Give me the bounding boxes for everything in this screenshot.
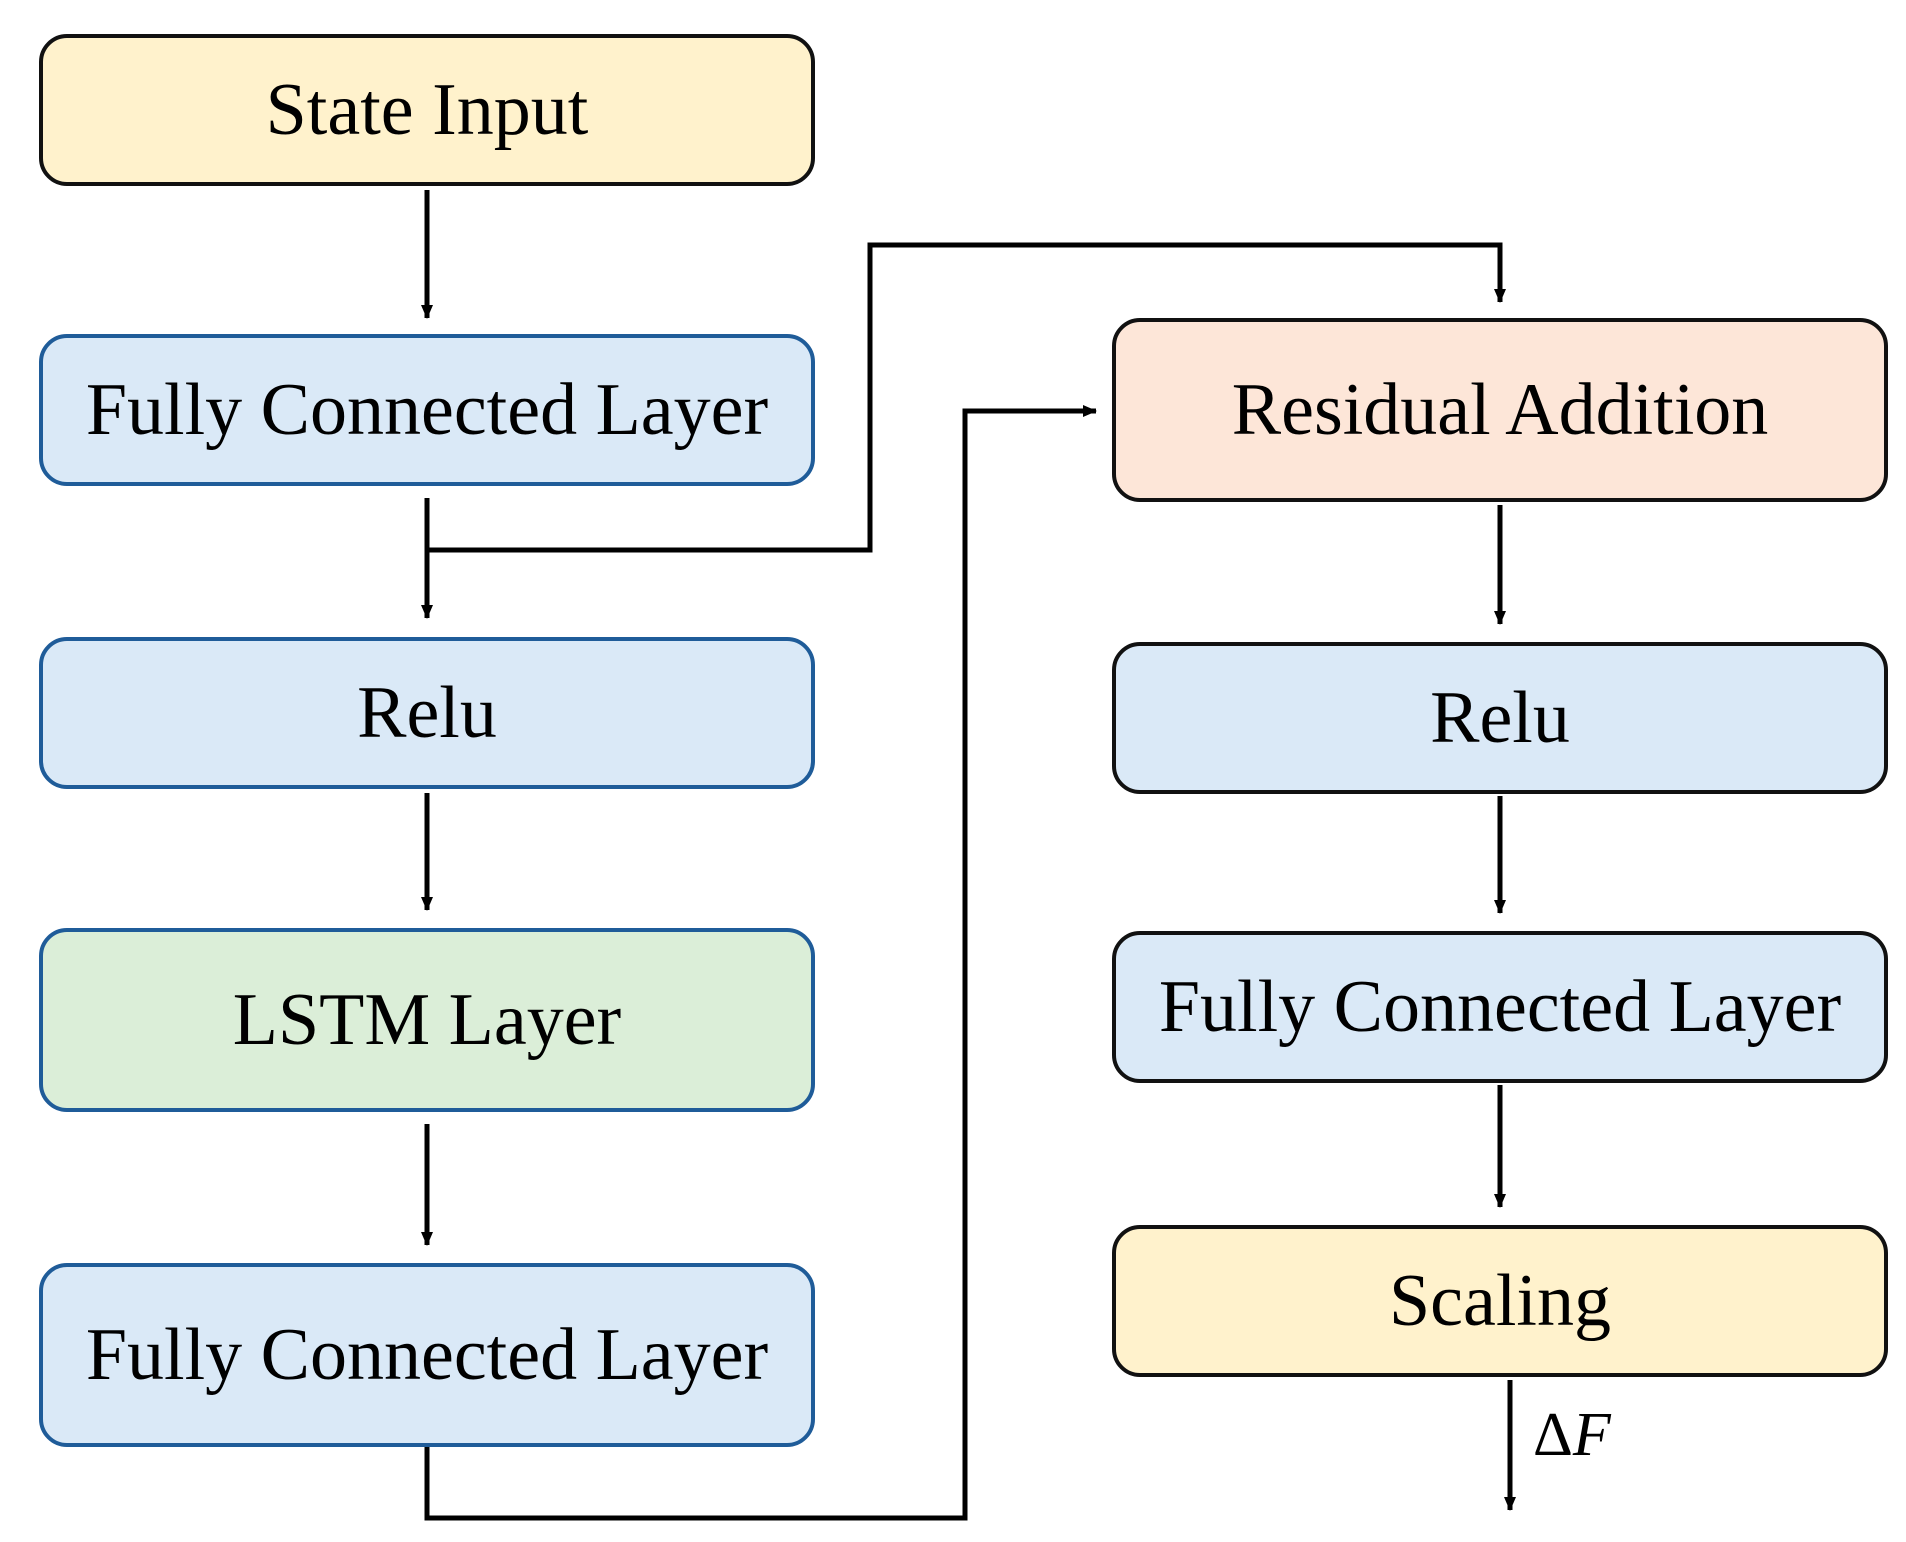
edge-fc1-skip-to-residual <box>427 242 1506 553</box>
output-delta-f-label: ΔF <box>1533 1400 1611 1471</box>
scaling-label: Scaling <box>1389 1260 1611 1342</box>
lstm-layer-label: LSTM Layer <box>232 979 622 1061</box>
edge-fc2-to-residual <box>424 405 1097 1521</box>
fully-connected-layer-node-1: Fully Connected Layer <box>39 334 815 486</box>
fully-connected-layer-node-3: Fully Connected Layer <box>1112 931 1888 1083</box>
scaling-node: Scaling <box>1112 1225 1888 1377</box>
fully-connected-layer-label-1: Fully Connected Layer <box>85 369 769 451</box>
fully-connected-layer-node-2: Fully Connected Layer <box>39 1263 815 1447</box>
state-input-node: State Input <box>39 34 815 186</box>
relu-node-1: Relu <box>39 637 815 789</box>
relu-label-2: Relu <box>1430 677 1570 759</box>
lstm-layer-node: LSTM Layer <box>39 928 815 1112</box>
residual-addition-node: Residual Addition <box>1112 318 1888 502</box>
state-input-label: State Input <box>265 69 589 151</box>
residual-addition-label: Residual Addition <box>1231 369 1769 451</box>
relu-node-2: Relu <box>1112 642 1888 794</box>
relu-label-1: Relu <box>357 672 497 754</box>
delta-symbol: Δ <box>1533 1401 1573 1469</box>
output-variable: F <box>1572 1401 1611 1469</box>
fully-connected-layer-label-3: Fully Connected Layer <box>1158 966 1842 1048</box>
fully-connected-layer-label-2: Fully Connected Layer <box>85 1314 769 1396</box>
